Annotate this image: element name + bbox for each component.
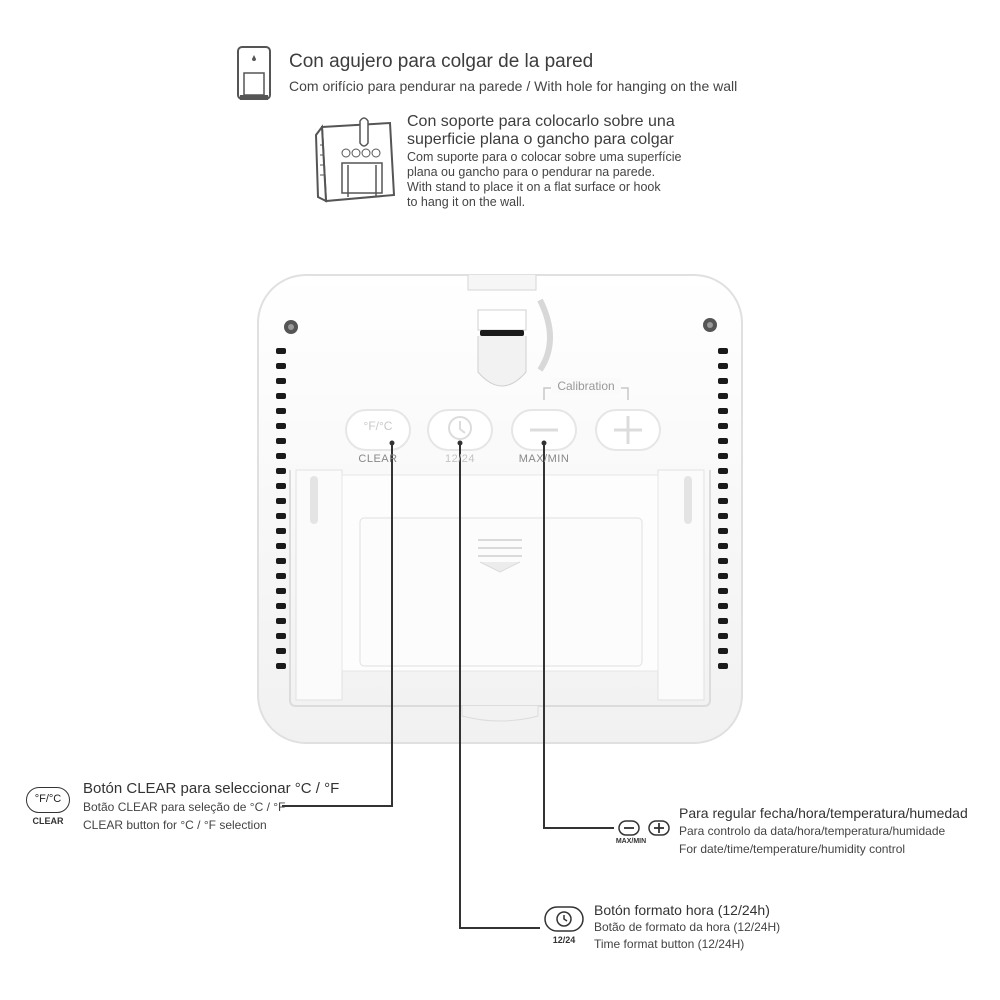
vent-slot bbox=[276, 603, 286, 609]
vent-slot bbox=[718, 513, 728, 519]
format-en: Time format button (12/24H) bbox=[594, 937, 745, 951]
vent-slot bbox=[276, 393, 286, 399]
plus-callout-icon bbox=[648, 820, 670, 836]
vent-slot bbox=[276, 573, 286, 579]
vent-slot bbox=[718, 663, 728, 669]
hole-subtitle: Com orifício para pendurar na parede / W… bbox=[289, 78, 738, 94]
temp-unit-icon: °F/°C bbox=[363, 419, 393, 433]
maxmin-label: MAX/MIN bbox=[518, 453, 570, 465]
plus-button[interactable] bbox=[596, 410, 660, 450]
adjust-pt: Para controlo da data/hora/temperatura/h… bbox=[679, 824, 946, 838]
vent-slot bbox=[276, 513, 286, 519]
vent-slot bbox=[718, 468, 728, 474]
clear-button[interactable] bbox=[346, 410, 410, 450]
vent-slot bbox=[718, 378, 728, 384]
format-callout-caption: 12/24 bbox=[552, 935, 576, 945]
format-es: Botón formato hora (12/24h) bbox=[594, 902, 770, 918]
adjust-es: Para regular fecha/hora/temperatura/hume… bbox=[679, 805, 968, 821]
vent-slot bbox=[718, 348, 728, 354]
stand-title-1: Con soporte para colocarlo sobre una bbox=[407, 113, 675, 130]
vent-slot bbox=[276, 498, 286, 504]
vent-slot bbox=[276, 378, 286, 384]
vent-slot bbox=[276, 558, 286, 564]
vent-slot bbox=[718, 618, 728, 624]
vent-slot bbox=[718, 543, 728, 549]
vent-slot bbox=[276, 348, 286, 354]
stand-title-2: superficie plana o gancho para colgar bbox=[407, 131, 674, 148]
hole-title: Con agujero para colgar de la pared bbox=[289, 51, 594, 72]
vent-slot bbox=[718, 438, 728, 444]
stand-en-1: With stand to place it on a flat surface… bbox=[407, 180, 661, 194]
vent-slot bbox=[718, 573, 728, 579]
vent-slot bbox=[276, 618, 286, 624]
vent-slot bbox=[718, 408, 728, 414]
vent-slot bbox=[276, 363, 286, 369]
maxmin-callout-caption: MAX/MIN bbox=[615, 838, 647, 845]
vent-slot bbox=[276, 468, 286, 474]
clock-button[interactable] bbox=[428, 410, 492, 450]
vent-slot bbox=[718, 363, 728, 369]
vent-slot bbox=[718, 423, 728, 429]
clear-label: CLEAR bbox=[358, 453, 398, 465]
vent-slot bbox=[718, 393, 728, 399]
vent-slot bbox=[276, 648, 286, 654]
vent-slot bbox=[276, 663, 286, 669]
clear-callout-icon: °F/°C bbox=[26, 787, 70, 813]
vent-slot bbox=[276, 483, 286, 489]
format-pt: Botão de formato da hora (12/24H) bbox=[594, 920, 781, 934]
vent-slot bbox=[718, 453, 728, 459]
vent-slot bbox=[718, 633, 728, 639]
vent-slot bbox=[718, 483, 728, 489]
adjust-en: For date/time/temperature/humidity contr… bbox=[679, 842, 906, 856]
vent-slot bbox=[718, 528, 728, 534]
minus-button[interactable] bbox=[512, 410, 576, 450]
vent-slot bbox=[276, 588, 286, 594]
vent-slot bbox=[276, 408, 286, 414]
stand-en-2: to hang it on the wall. bbox=[407, 195, 526, 209]
left-vents bbox=[276, 348, 286, 669]
clear-pt: Botão CLEAR para seleção de °C / °F bbox=[83, 800, 286, 814]
vent-slot bbox=[718, 648, 728, 654]
vent-slot bbox=[276, 528, 286, 534]
vent-slot bbox=[718, 498, 728, 504]
wall-hole-icon bbox=[234, 45, 274, 103]
minus-callout-icon bbox=[618, 820, 640, 836]
vent-slot bbox=[718, 558, 728, 564]
vent-slot bbox=[718, 603, 728, 609]
clear-en: CLEAR button for °C / °F selection bbox=[83, 818, 267, 832]
calibration-label: Calibration bbox=[557, 379, 615, 393]
vent-slot bbox=[276, 543, 286, 549]
stand-icon bbox=[310, 115, 400, 205]
vent-slot bbox=[276, 438, 286, 444]
clock-callout-icon bbox=[544, 906, 584, 932]
format-label: 12/24 bbox=[444, 453, 476, 465]
clear-es: Botón CLEAR para seleccionar °C / °F bbox=[83, 780, 340, 797]
stand-pt-2: plana ou gancho para o pendurar na pared… bbox=[407, 165, 656, 179]
vent-slot bbox=[276, 453, 286, 459]
vent-slot bbox=[276, 633, 286, 639]
vent-slot bbox=[718, 588, 728, 594]
clear-callout-caption: CLEAR bbox=[32, 816, 64, 826]
vent-slot bbox=[276, 423, 286, 429]
stand-pt-1: Com suporte para o colocar sobre uma sup… bbox=[407, 150, 682, 164]
right-vents bbox=[718, 348, 728, 669]
